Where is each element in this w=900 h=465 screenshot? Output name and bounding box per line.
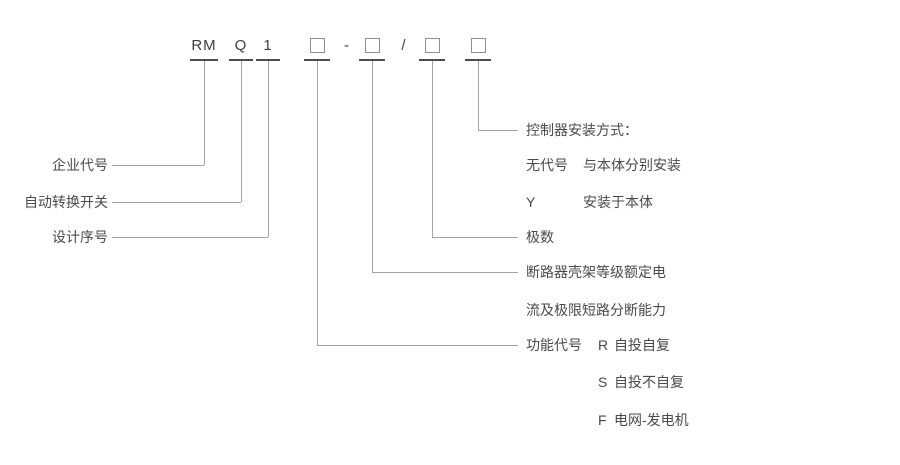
label-transfer-switch: 自动转换开关	[24, 194, 108, 210]
underline-box-mounting	[465, 59, 491, 61]
function-option-code: S	[598, 374, 608, 390]
code-box-function	[310, 38, 325, 53]
mounting-option-row: 无代号与本体分别安装	[526, 155, 681, 175]
label-function-title: 功能代号	[526, 337, 582, 353]
connector-vline-frame	[372, 61, 373, 272]
label-frame-line2: 流及极限短路分断能力	[526, 302, 666, 318]
underline-q	[229, 59, 253, 61]
code-box-mounting	[471, 38, 486, 53]
underline-box-poles	[419, 59, 445, 61]
underline-box-frame	[359, 59, 385, 61]
connector-hline-switch	[112, 202, 241, 203]
underline-1	[256, 59, 280, 61]
function-option-desc: 电网-发电机	[614, 412, 689, 428]
label-enterprise-code: 企业代号	[52, 157, 108, 173]
code-box-frame	[365, 38, 380, 53]
function-option-code: F	[598, 412, 607, 428]
connector-vline-1	[268, 61, 269, 237]
mounting-option-code: Y	[526, 194, 536, 210]
mounting-option-code: 无代号	[526, 157, 568, 173]
connector-vline-rm	[204, 61, 205, 165]
function-code-row: S 自投不自复	[598, 372, 684, 392]
connector-vline-q	[241, 61, 242, 202]
function-option-code: R	[598, 337, 609, 353]
mounting-option-row: Y 安装于本体	[526, 192, 653, 212]
mounting-option-desc: 安装于本体	[583, 194, 653, 210]
connector-vline-mounting	[478, 61, 479, 130]
connector-hline-poles	[432, 237, 518, 238]
underline-rm	[190, 59, 218, 61]
label-poles: 极数	[526, 229, 554, 245]
label-controller-mounting-title: 控制器安装方式：	[526, 122, 638, 138]
connector-hline-enterprise	[112, 165, 204, 166]
underline-box-function	[304, 59, 330, 61]
code-box-poles	[425, 38, 440, 53]
code-dash: -	[344, 37, 350, 54]
code-prefix-q: Q	[234, 37, 248, 54]
connector-hline-mounting	[478, 130, 518, 131]
function-code-row: F 电网-发电机	[598, 410, 689, 430]
connector-vline-poles	[432, 61, 433, 237]
code-slash: /	[401, 37, 407, 54]
code-prefix-rm: RM	[191, 37, 217, 54]
function-code-row: 功能代号 R 自投自复	[526, 335, 670, 355]
connector-vline-function	[317, 61, 318, 345]
connector-hline-design	[112, 237, 268, 238]
connector-hline-function	[317, 345, 518, 346]
mounting-option-desc: 与本体分别安装	[583, 157, 681, 173]
label-design-serial: 设计序号	[52, 229, 108, 245]
function-option-desc: 自投自复	[614, 337, 670, 353]
code-prefix-1: 1	[263, 37, 273, 54]
label-frame-line1: 断路器壳架等级额定电	[526, 264, 666, 280]
function-option-desc: 自投不自复	[614, 374, 684, 390]
connector-hline-frame	[372, 272, 518, 273]
